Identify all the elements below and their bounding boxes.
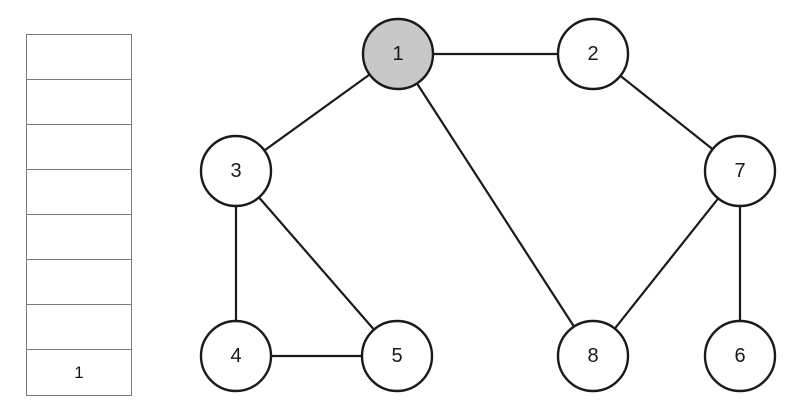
node-label-5: 5 (391, 345, 402, 367)
edge-1-8 (396, 52, 595, 358)
edge-7-8 (591, 169, 742, 358)
node-1: 1 (361, 17, 435, 91)
stack: 1 (26, 34, 132, 396)
node-6: 6 (703, 319, 777, 393)
stack-slot-0 (27, 35, 131, 80)
node-5: 5 (360, 319, 434, 393)
edges-layer (234, 52, 742, 358)
edge-3-5 (234, 169, 399, 358)
stack-slot-1 (27, 80, 131, 125)
node-circle-4 (199, 319, 273, 393)
node-circle-3 (199, 134, 273, 208)
node-label-4: 4 (230, 345, 241, 367)
node-label-8: 8 (587, 345, 598, 367)
node-label-1: 1 (392, 43, 403, 65)
node-circle-5 (360, 319, 434, 393)
node-circle-7 (703, 134, 777, 208)
stack-slot-6 (27, 305, 131, 350)
nodes-layer: 1 2 3 7 4 5 8 6 (199, 17, 777, 393)
node-label-3: 3 (230, 160, 241, 182)
stack-slot-5 (27, 260, 131, 305)
node-label-2: 2 (587, 43, 598, 65)
node-circle-6 (703, 319, 777, 393)
stack-slot-4 (27, 215, 131, 260)
node-2: 2 (556, 17, 630, 91)
stack-slot-7: 1 (74, 362, 84, 382)
node-8: 8 (556, 319, 630, 393)
node-7: 7 (703, 134, 777, 208)
node-4: 4 (199, 319, 273, 393)
node-circle-8 (556, 319, 630, 393)
node-circle-1 (361, 17, 435, 91)
node-circle-2 (556, 17, 630, 91)
node-3: 3 (199, 134, 273, 208)
stack-slot-2 (27, 125, 131, 170)
stack-slot-3 (27, 170, 131, 215)
node-label-7: 7 (734, 160, 745, 182)
node-label-6: 6 (734, 345, 745, 367)
